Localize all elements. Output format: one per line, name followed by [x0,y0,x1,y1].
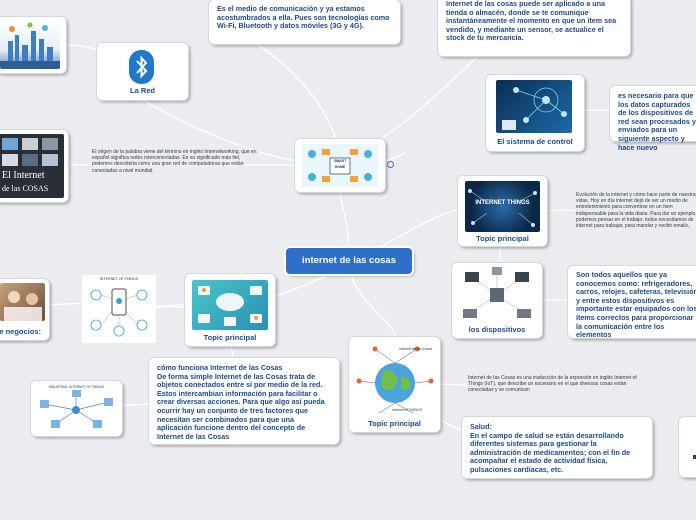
almacen-text: Internet de las cosas puede ser aplicado… [446,0,617,43]
internet-things-node[interactable]: INTERNET THINGS Topic principal [458,176,547,246]
offscreen-node-mark [693,455,696,459]
sistema-control-node[interactable]: El sistema de control [486,75,584,151]
origen-note: El origen de la palabra viene del términ… [92,149,257,174]
topic-globe-node[interactable]: Internet de las Cosas Internet of THINGS… [349,337,440,432]
la-red-node[interactable]: La Red [97,43,188,100]
smart-home-image: SMART HOME [302,144,378,187]
dispositivos-label: los dispositivos [468,325,526,334]
internet-cosas-image: El Internet de las COSAS [0,134,64,198]
cloud-devices-image [192,280,268,330]
topic-things-label: Topic principal [476,234,529,243]
smart-city-node[interactable] [0,17,66,73]
industrial-iot-node[interactable]: INDUSTRIAL INTERNET OF THINGS [31,381,122,436]
como-funciona-title: cómo funciona Internet de las Cosas [157,363,283,372]
globe-image: Internet de las Cosas Internet of THINGS [355,341,435,417]
internet-cosas-image-node[interactable]: El Internet de las COSAS [0,130,68,202]
offscreen-node[interactable] [679,417,696,477]
sistema-control-label: El sistema de control [497,137,573,146]
de-las-cosas-caption: de las COSAS [2,184,49,193]
globe-caption-bottom: Internet of THINGS [392,408,422,412]
smart-home-node[interactable]: SMART HOME [295,139,385,192]
dispositivos-desc-node[interactable]: Son todos aquellos que ya conocemos como… [568,266,696,340]
como-funciona-node[interactable]: cómo funciona Internet de las Cosas De f… [149,358,339,444]
almacen-node[interactable]: Internet de las cosas puede ser aplicado… [438,0,630,56]
topic-center-label: Topic principal [203,333,257,342]
negocios-node[interactable]: e negocios: [0,279,49,340]
smart-city-image [0,21,60,69]
dispositivos-desc-text: Son todos aquellos que ya conocemos como… [576,270,696,340]
industrial-caption: INDUSTRIAL INTERNET OF THINGS [48,385,105,389]
negocios-image [0,283,45,321]
smart-home-caption-b: HOME [334,165,346,169]
devices-network-image [458,267,536,323]
salud-node[interactable]: Salud: En el campo de salud se están des… [462,417,652,478]
internet-things-image: INTERNET THINGS [465,181,540,232]
dispositivos-node[interactable]: los dispositivos [452,263,542,338]
topic-globe-label: Topic principal [368,419,421,428]
iot-heading: INTERNET OF THINGS [99,277,139,281]
salud-title: Salud: [470,422,492,431]
salud-text: En el campo de salud se están desarrolla… [470,430,631,474]
central-topic[interactable]: internet de las cosas [286,248,412,274]
medio-comunicacion-text: Es el medio de comunicación y ya estamos… [217,4,390,31]
link-icon[interactable] [387,161,394,168]
negocios-label: e negocios: [0,327,41,336]
bluetooth-icon [129,50,154,84]
medio-comunicacion-node[interactable]: Es el medio de comunicación y ya estamos… [209,0,400,44]
globe-caption-top: Internet de las Cosas [399,347,433,351]
necesario-node[interactable]: es necesario para que los datos capturad… [610,86,696,151]
control-system-image [496,80,572,133]
tecnologia-note: Internet de las Cosas es una traducción … [468,375,637,394]
la-red-label: La Red [129,86,155,95]
industrial-iot-image: INDUSTRIAL INTERNET OF THINGS [36,384,117,432]
como-funciona-text: De forma simple Internet de las Cosas tr… [157,371,325,441]
necesario-text: es necesario para que los datos capturad… [618,91,696,152]
evolucion-note: Evolución de la internet y cómo hace par… [576,192,696,230]
smart-home-caption-a: SMART [333,159,347,163]
iot-infographic[interactable]: INTERNET OF THINGS [82,275,156,343]
el-internet-caption: El Internet [2,170,45,181]
topic-center-node[interactable]: Topic principal [185,274,275,346]
internet-things-caption: INTERNET THINGS [475,200,530,206]
